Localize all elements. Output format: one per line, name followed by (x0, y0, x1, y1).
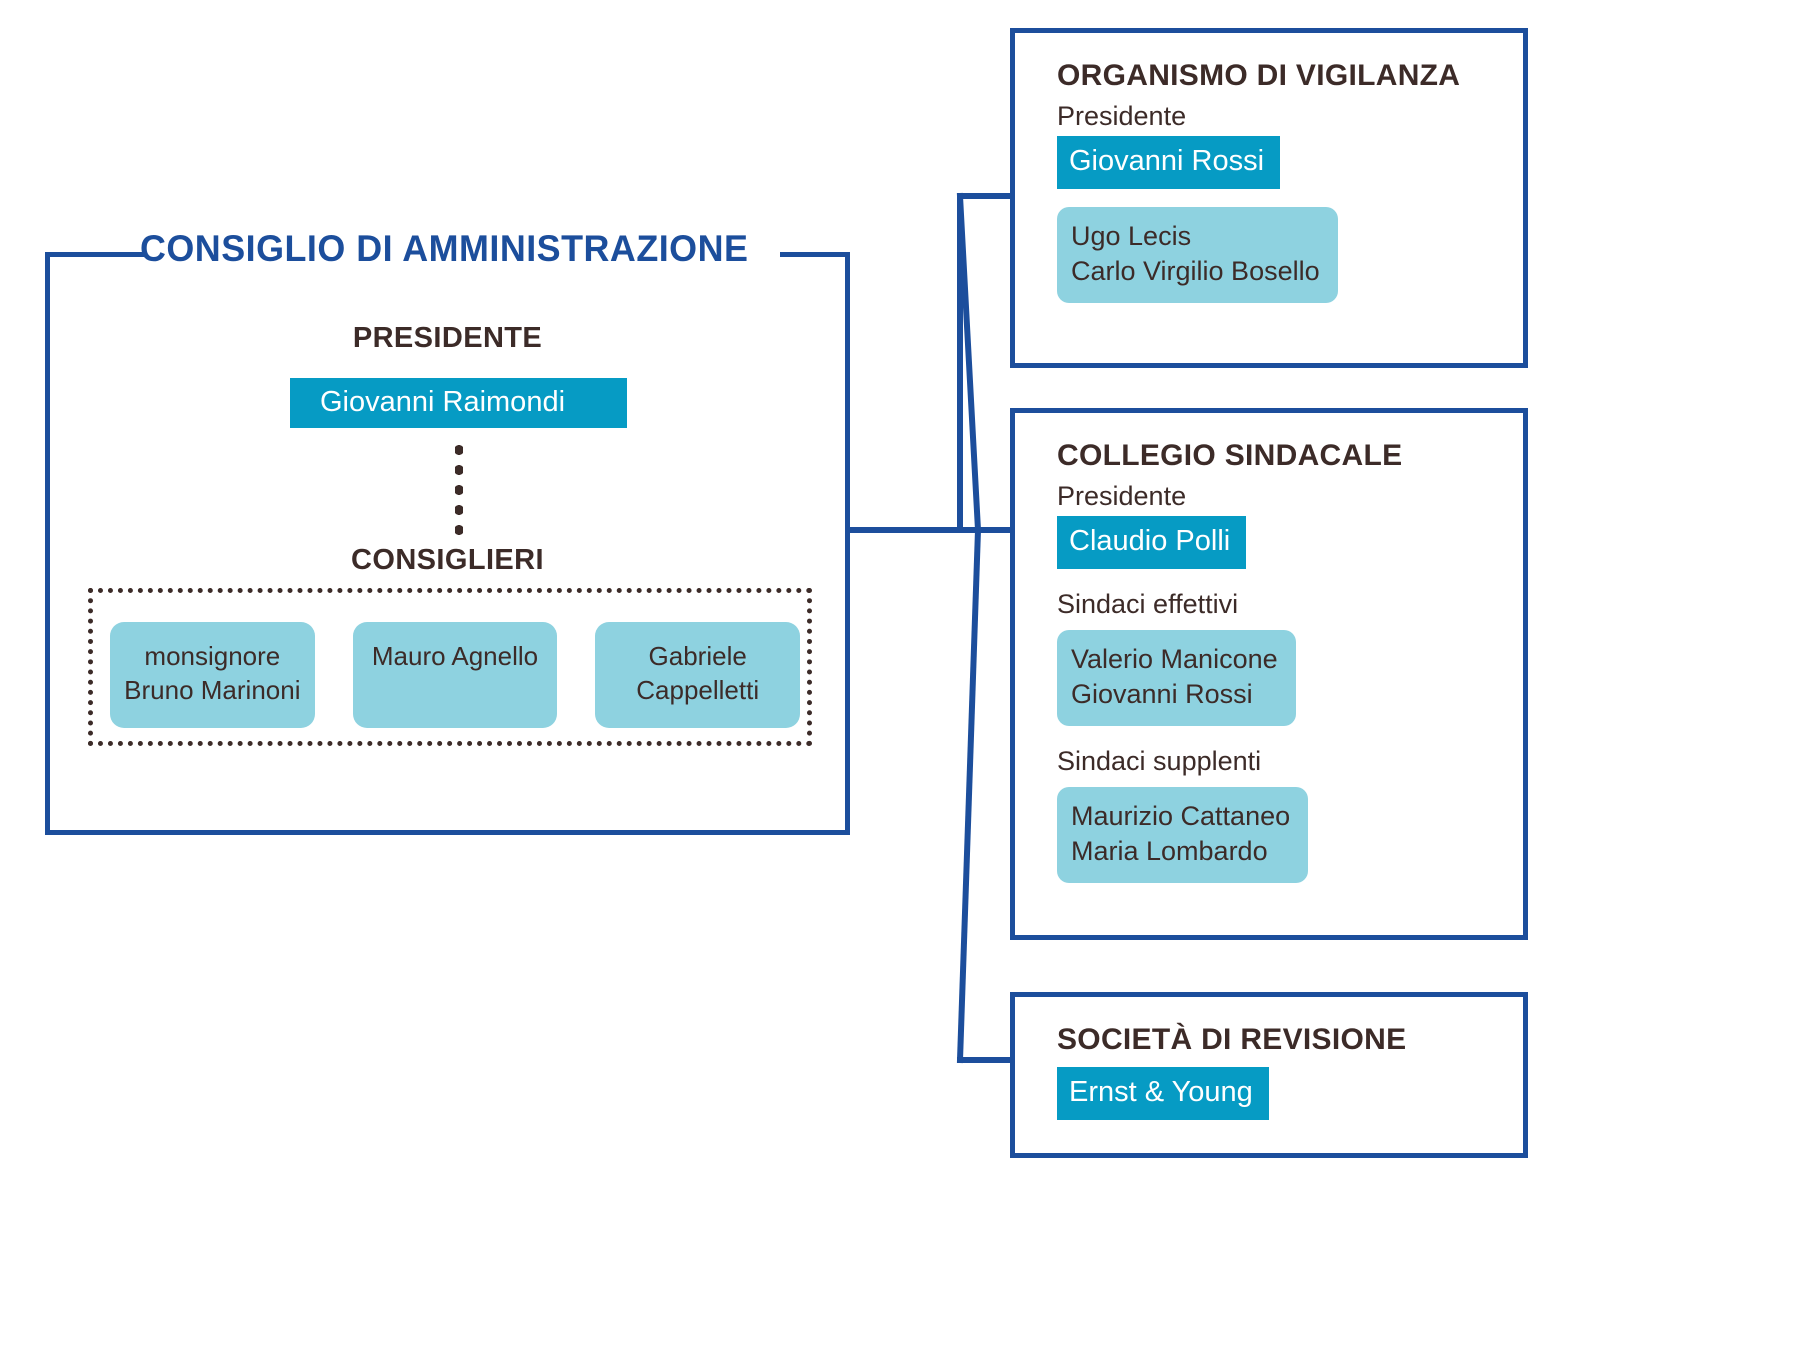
board-of-auditors-president-label: Presidente (1057, 481, 1187, 511)
effective-auditors-label: Sindaci effettivi (1057, 589, 1239, 619)
board-president-name: Giovanni Raimondi (290, 378, 627, 428)
board-of-directors-title: CONSIGLIO DI AMMINISTRAZIONE (140, 228, 749, 269)
alternate-auditors-members: Maurizio Cattaneo Maria Lombardo (1057, 787, 1309, 884)
board-of-directors-panel (45, 255, 850, 835)
supervisory-body-panel: ORGANISMO DI VIGILANZA Presidente Giovan… (1010, 28, 1528, 368)
councillors-group-outline (88, 588, 812, 746)
effective-auditors-members: Valerio Manicone Giovanni Rossi (1057, 630, 1296, 727)
cda-title-rule-right (780, 252, 850, 257)
board-president-label: PRESIDENTE (352, 322, 543, 354)
audit-firm-panel: SOCIETÀ DI REVISIONE Ernst & Young (1010, 992, 1528, 1158)
councillor-chip: Gabriele Cappelletti (595, 622, 801, 728)
councillors-row: monsignore Bruno Marinoni Mauro Agnello … (110, 622, 801, 728)
board-of-auditors-president-name: Claudio Polli (1057, 516, 1247, 569)
supervisory-body-title: ORGANISMO DI VIGILANZA (1057, 59, 1461, 92)
board-of-auditors-title: COLLEGIO SINDACALE (1057, 439, 1403, 472)
dotted-connector (455, 440, 463, 536)
board-councillors-label: CONSIGLIERI (351, 544, 544, 576)
board-of-auditors-panel: COLLEGIO SINDACALE Presidente Claudio Po… (1010, 408, 1528, 940)
supervisory-body-president-name: Giovanni Rossi (1057, 136, 1281, 189)
councillor-chip: Mauro Agnello (352, 622, 558, 728)
cda-title-rule-left (45, 252, 145, 257)
audit-firm-title: SOCIETÀ DI REVISIONE (1057, 1023, 1407, 1056)
alternate-auditors-label: Sindaci supplenti (1057, 746, 1262, 777)
audit-firm-name: Ernst & Young (1057, 1067, 1269, 1120)
supervisory-body-president-label: Presidente (1057, 101, 1187, 131)
supervisory-body-members: Ugo Lecis Carlo Virgilio Bosello (1057, 207, 1338, 304)
councillor-chip: monsignore Bruno Marinoni (110, 622, 315, 728)
